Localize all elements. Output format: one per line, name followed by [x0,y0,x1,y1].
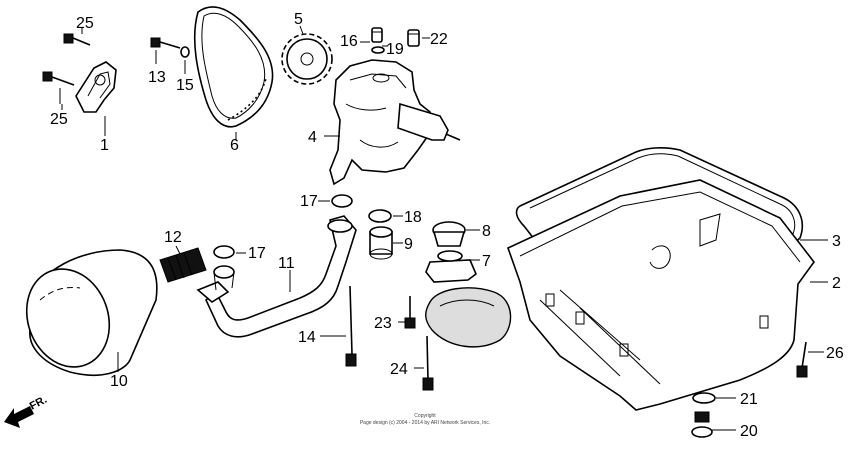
direction-label: FR. [28,394,49,413]
callout-7: 7 [482,253,491,270]
part-12-filter-boss [159,245,207,283]
callout-16: 16 [340,33,358,50]
part-14-bolt [345,285,357,367]
part-6-drive-chain [193,6,274,140]
part-17-o-ring-lower [213,245,235,259]
part-23-bolt [404,296,416,329]
callout-20: 20 [740,423,758,440]
part-21-washer [692,392,716,404]
callout-9: 9 [404,236,413,253]
callout-15: 15 [176,77,194,94]
callout-17-upper: 17 [300,193,318,210]
leader-lines [61,37,828,431]
strainer-screen [425,287,512,348]
part-26-bolt [796,341,808,378]
callout-8: 8 [482,223,491,240]
copyright-line-1: Copyright [414,413,436,419]
callout-22: 22 [430,31,448,48]
part-9-collar [369,226,393,260]
part-10-oil-filter [25,249,158,376]
callout-2: 2 [832,275,841,292]
callout-labels: 25 25 1 13 15 6 5 16 19 22 4 17 18 9 8 7… [50,11,844,440]
part-7-strainer-body [425,250,477,283]
callout-13: 13 [148,69,166,86]
callout-1: 1 [100,137,109,154]
callout-17-lower: 17 [248,245,266,262]
callout-25-upper: 25 [76,15,94,32]
part-8-cap [432,221,466,247]
callout-26: 26 [826,345,844,362]
callout-14: 14 [298,329,316,346]
part-25-bolt-lower [42,71,75,104]
callout-25-lower: 25 [50,111,68,128]
callout-21: 21 [740,391,758,408]
part-17-o-ring-upper [331,194,353,208]
part-13-bolt [150,37,181,64]
part-20-drain-bolt [691,411,713,438]
callout-5: 5 [294,11,303,28]
callout-6: 6 [230,137,239,154]
callout-11: 11 [278,255,295,272]
part-18-o-ring [368,209,392,223]
callout-19: 19 [386,41,404,58]
part-15-washer [180,46,190,74]
part-25-bolt-upper [63,28,91,46]
callout-23: 23 [374,315,392,332]
front-direction-arrow: FR. [4,394,49,428]
part-1-cover [75,61,117,136]
part-4-oil-pump [324,59,461,186]
part-5-sprocket [281,25,333,85]
callout-12: 12 [164,229,182,246]
part-22-plug [407,29,420,47]
callout-4: 4 [308,129,317,146]
copyright-line-2: Page design (c) 2004 - 2014 by ARI Netwo… [360,420,490,426]
part-11-oil-pipe [196,215,357,338]
part-24-bolt [422,335,434,391]
part-16-plug [371,27,383,43]
part-2-oil-pan [507,179,815,411]
callout-10: 10 [110,373,128,390]
callout-18: 18 [404,209,422,226]
callout-3: 3 [832,233,841,250]
callout-24: 24 [390,361,408,378]
copyright-notice: Copyright Page design (c) 2004 - 2014 by… [360,413,490,426]
part-19-o-ring [371,46,385,54]
